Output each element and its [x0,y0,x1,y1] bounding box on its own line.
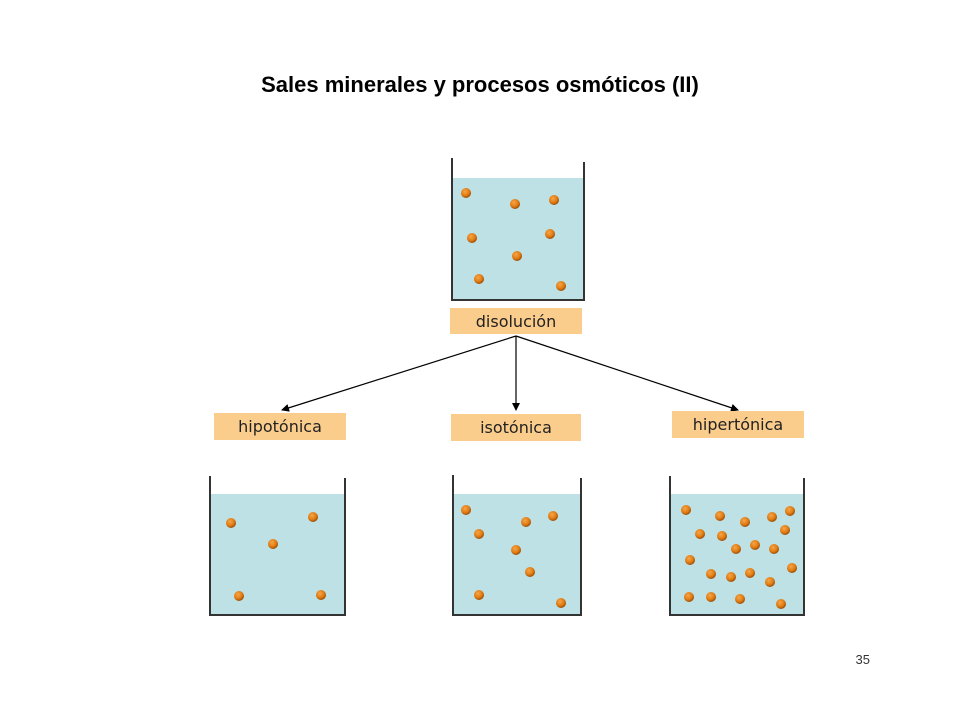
particle [474,274,484,284]
source-beaker [451,158,585,301]
hypotonic-beaker [209,476,346,616]
particle [521,517,531,527]
particle [769,544,779,554]
particle [467,233,477,243]
source-label: disolución [450,308,582,334]
particle [706,569,716,579]
particle [735,594,745,604]
particle [461,505,471,515]
particle [512,251,522,261]
particle [234,591,244,601]
particle [776,599,786,609]
particle [548,511,558,521]
hypertonic-particles [681,505,797,609]
hypertonic-beaker-outline [669,476,805,616]
particle [785,506,795,516]
particle [684,592,694,602]
particle [510,199,520,209]
hypotonic-label: hipotónica [214,413,346,440]
hypertonic-beaker [669,476,805,616]
source-beaker-outline [451,158,585,301]
particle [545,229,555,239]
page-number: 35 [855,652,870,667]
particle [750,540,760,550]
particle [731,544,741,554]
particle [474,529,484,539]
hypertonic-label: hipertónica [672,411,804,438]
source-particles [461,188,566,291]
isotonic-beaker-outline [452,475,582,616]
particle [767,512,777,522]
particle [226,518,236,528]
particle [740,517,750,527]
particle [787,563,797,573]
particle [695,529,705,539]
particle [268,539,278,549]
particle [685,555,695,565]
particle [474,590,484,600]
particle [316,590,326,600]
particle [745,568,755,578]
slide-title: Sales minerales y procesos osmóticos (II… [261,72,699,97]
particle [765,577,775,587]
particle [556,598,566,608]
particle [511,545,521,555]
particle [681,505,691,515]
particle [556,281,566,291]
isotonic-label: isotónica [451,414,581,441]
arrow-to-hypotonic [281,335,517,412]
arrow-to-hypertonic [515,335,739,412]
arrows [281,335,739,412]
source-label-text: disolución [476,312,556,331]
particle [717,531,727,541]
hypotonic-beaker-outline [209,476,346,616]
particle [549,195,559,205]
particle [726,572,736,582]
particle [308,512,318,522]
hypotonic-particles [226,512,326,601]
particle [715,511,725,521]
particle [461,188,471,198]
hypotonic-label-text: hipotónica [238,417,322,436]
particle [525,567,535,577]
isotonic-beaker [452,475,582,616]
isotonic-particles [461,505,566,608]
particle [780,525,790,535]
particle [706,592,716,602]
hypertonic-label-text: hipertónica [693,415,783,434]
isotonic-label-text: isotónica [480,418,552,437]
